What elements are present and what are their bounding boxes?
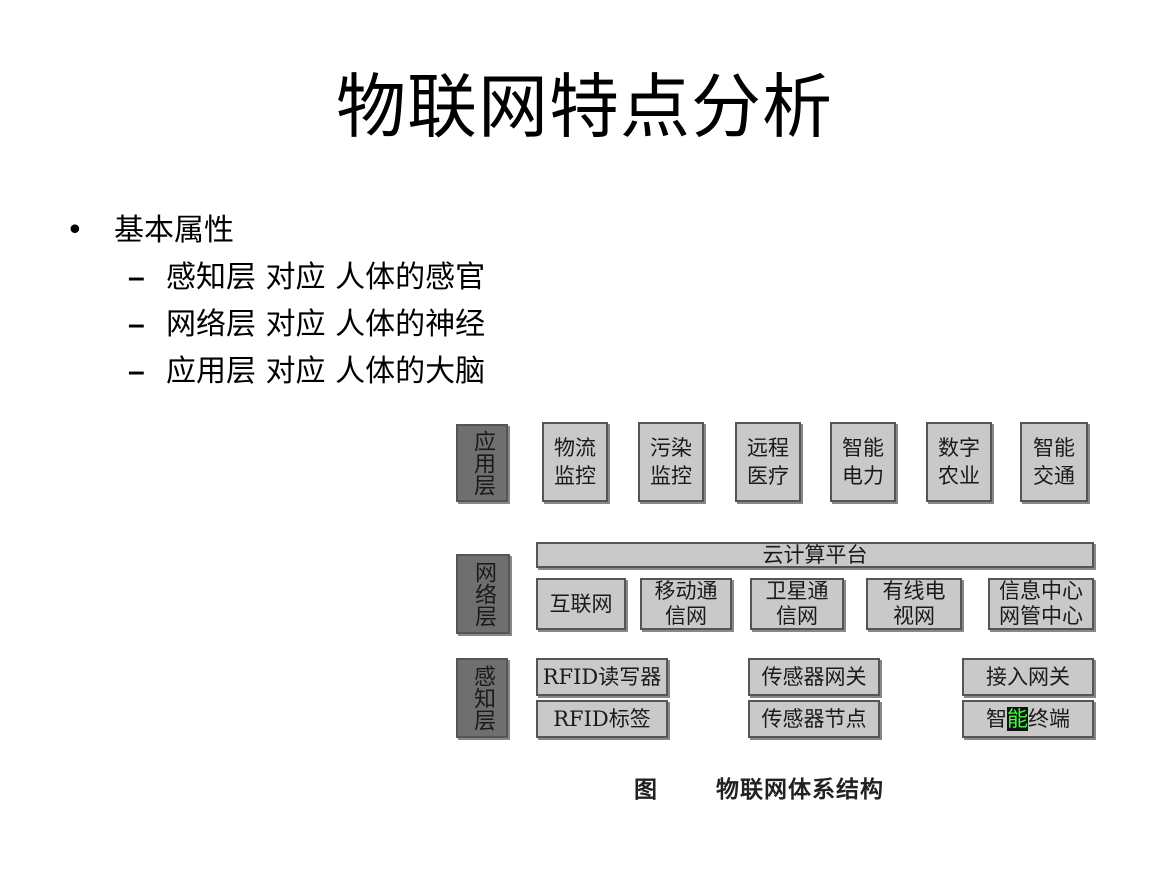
perc-box-access-gateway: 接入网关: [962, 658, 1094, 696]
caption-fig-label: 图: [634, 777, 657, 803]
perc-box-label: RFID标签: [553, 707, 651, 731]
sub-bullet-text: 网络层 对应 人体的神经: [166, 307, 486, 342]
app-box-smart-power: 智能电力: [830, 422, 896, 502]
iot-architecture-diagram: 应用层 物流监控 污染监控 远程医疗 智能电力 数字农业 智能交通 网络层 云计…: [452, 418, 1102, 748]
slide-title: 物联网特点分析: [336, 66, 833, 148]
bullet-mark: •: [66, 213, 84, 248]
layer-label-text: 应用层: [470, 430, 495, 496]
sub-bullet-text: 应用层 对应 人体的大脑: [166, 354, 486, 389]
net-box-internet: 互联网: [536, 578, 626, 630]
app-box-label: 物流监控: [554, 436, 596, 488]
app-box-digital-agriculture: 数字农业: [926, 422, 992, 502]
app-box-label: 污染监控: [650, 436, 692, 488]
app-box-logistics: 物流监控: [542, 422, 608, 502]
layer-label-text: 网络层: [471, 561, 496, 627]
app-box-remote-medical: 远程医疗: [735, 422, 801, 502]
highlighted-char: 能: [1007, 707, 1028, 731]
net-box-label: 有线电视网: [882, 579, 946, 628]
layer-label-application: 应用层: [456, 424, 508, 502]
sub-bullet-text: 感知层 对应 人体的感官: [166, 260, 486, 295]
app-box-label: 远程医疗: [747, 436, 789, 488]
app-box-label: 数字农业: [938, 436, 980, 488]
layer-label-perception: 感知层: [456, 658, 508, 738]
cloud-platform-bar: 云计算平台: [536, 542, 1094, 568]
perc-box-label: 接入网关: [986, 665, 1070, 689]
layer-label-text: 感知层: [470, 665, 495, 731]
app-box-label: 智能电力: [842, 436, 884, 488]
net-box-info-center: 信息中心网管中心: [988, 578, 1094, 630]
app-box-label: 智能交通: [1033, 436, 1075, 488]
net-box-label: 信息中心网管中心: [999, 579, 1083, 628]
sub-bullet-mark: –: [128, 261, 145, 294]
net-box-label: 卫星通信网: [765, 579, 829, 628]
caption-title: 物联网体系结构: [716, 777, 884, 803]
perc-box-rfid-reader: RFID读写器: [536, 658, 668, 696]
layer-label-network: 网络层: [456, 554, 510, 634]
net-box-label: 互联网: [549, 592, 613, 616]
perc-box-rfid-tag: RFID标签: [536, 700, 668, 738]
bullet-text: 基本属性: [114, 213, 234, 248]
perc-box-sensor-node: 传感器节点: [748, 700, 880, 738]
net-box-label: 移动通信网: [654, 579, 718, 628]
perc-box-smart-terminal: 智能终端: [962, 700, 1094, 738]
perc-box-label: 智能终端: [986, 707, 1070, 731]
net-box-cable-tv: 有线电视网: [866, 578, 962, 630]
sub-bullet-mark: –: [128, 355, 145, 388]
perc-box-label: 传感器节点: [761, 707, 867, 731]
net-box-satellite: 卫星通信网: [750, 578, 844, 630]
app-box-smart-traffic: 智能交通: [1020, 422, 1088, 502]
sub-bullet-mark: –: [128, 308, 145, 341]
net-box-mobile: 移动通信网: [640, 578, 732, 630]
perc-box-label: RFID读写器: [542, 665, 662, 689]
cloud-platform-label: 云计算平台: [762, 543, 868, 567]
app-box-pollution: 污染监控: [638, 422, 704, 502]
perc-box-label: 传感器网关: [761, 665, 867, 689]
perc-box-sensor-gateway: 传感器网关: [748, 658, 880, 696]
